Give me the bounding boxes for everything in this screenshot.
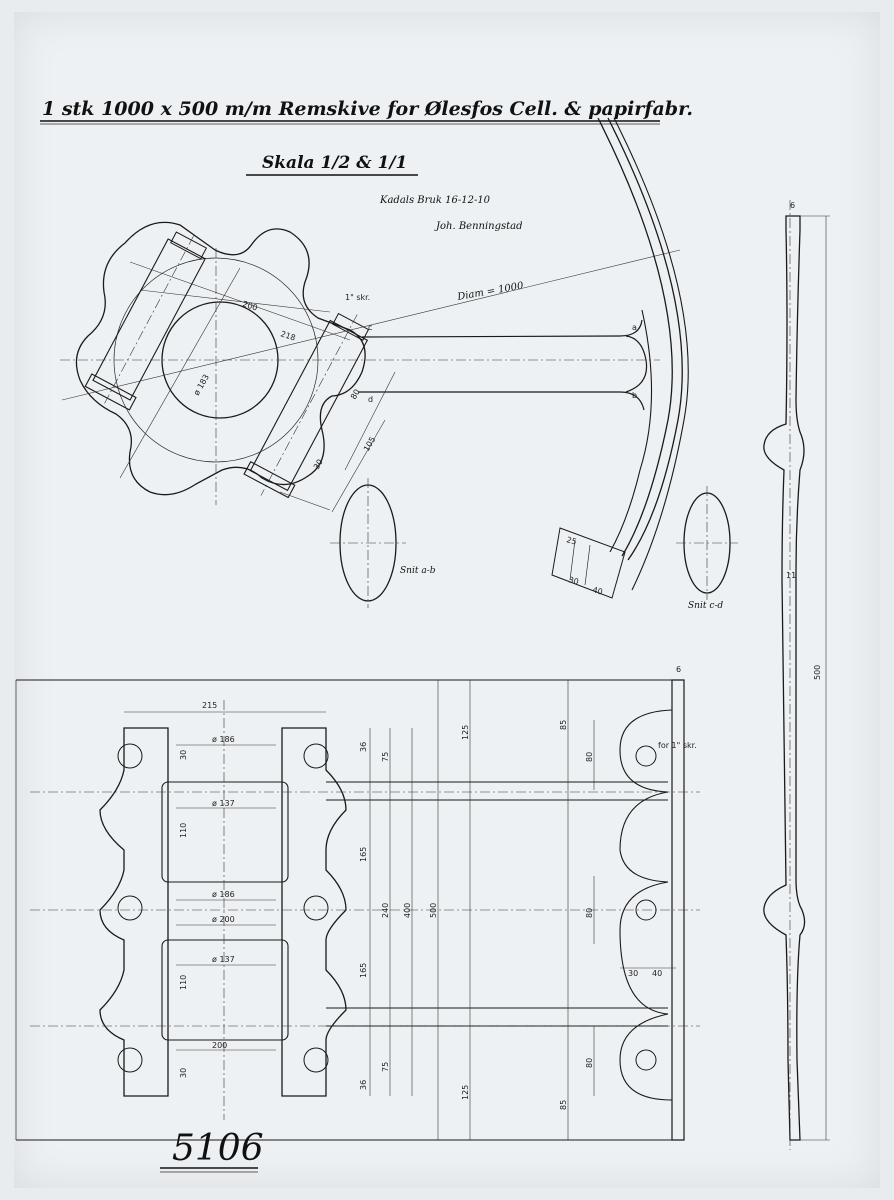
- dim-dia-200: ø 200: [212, 915, 235, 924]
- drawing-scale: Skala 1/2 & 1/1: [262, 153, 407, 173]
- dim-30-rim: 30: [567, 575, 579, 586]
- dim-dia-186-top: ø 186: [212, 735, 235, 744]
- dim-6-section: 6: [676, 665, 681, 674]
- dim-85-low: 85: [559, 1100, 568, 1110]
- dim-25: 25: [565, 535, 577, 546]
- dim-30-section: 30: [628, 969, 638, 978]
- letter-c: c: [368, 323, 372, 332]
- dim-dia-137-top: ø 137: [212, 799, 235, 808]
- dim-125-low: 125: [461, 1085, 470, 1100]
- dim-240: 240: [381, 903, 390, 918]
- hub-front-view: 200 218 ø 183 30 105 80 1" skr. Diam = 1…: [60, 221, 681, 513]
- dim-110-low: 110: [179, 975, 188, 990]
- dim-11: 11: [786, 571, 796, 580]
- dim-165-low: 165: [359, 963, 368, 978]
- hub-section-view: 215 ø 186 ø 137 ø 186 ø 200 ø 137 200 11…: [15, 665, 700, 1141]
- dim-165-top: 165: [359, 847, 368, 862]
- dim-dia-183: ø 183: [192, 373, 211, 397]
- drawing-number: 5106: [172, 1128, 264, 1169]
- section-b-label: Snit c-d: [688, 601, 723, 611]
- section-c-d: Snit c-d: [676, 486, 738, 611]
- dim-30-low: 30: [179, 1068, 188, 1078]
- rim-arc: 25 30 40: [551, 117, 689, 599]
- dim-400: 400: [403, 903, 412, 918]
- bolt-note: 1" skr.: [345, 293, 370, 302]
- dim-80-top: 80: [585, 752, 594, 762]
- dim-dia-186-mid: ø 186: [212, 890, 235, 899]
- dim-85-top: 85: [559, 720, 568, 730]
- dim-dia-137-low: ø 137: [212, 955, 235, 964]
- dim-30-top: 30: [179, 750, 188, 760]
- dim-40-rim: 40: [591, 585, 603, 596]
- letter-a: a: [632, 323, 637, 332]
- dim-110-top: 110: [179, 823, 188, 838]
- dim-80-hub: 80: [349, 388, 362, 401]
- dim-500: 500: [429, 903, 438, 918]
- dim-200-hub: 200: [241, 299, 258, 312]
- diameter-label: Diam = 1000: [456, 280, 525, 303]
- dim-40-section: 40: [652, 969, 662, 978]
- dim-80-low: 80: [585, 1058, 594, 1068]
- dim-500-rim: 500: [813, 665, 822, 680]
- dim-30-hub: 30: [312, 458, 325, 471]
- dim-215: 215: [202, 701, 217, 710]
- title-block: 1 stk 1000 x 500 m/m Remskive for Ølesfo…: [40, 98, 693, 232]
- section-a-b: Snit a-b: [330, 478, 436, 608]
- dim-75-top: 75: [381, 752, 390, 762]
- bolt-note-2: for 1" skr.: [658, 741, 697, 750]
- dim-218: 218: [279, 329, 296, 342]
- dim-6-top: 6: [790, 201, 795, 210]
- drawing-number-block: 5106: [160, 1128, 264, 1173]
- drawing-title: 1 stk 1000 x 500 m/m Remskive for Ølesfo…: [42, 98, 693, 120]
- rim-section: 6 500 11: [763, 200, 830, 1150]
- dim-80-mid: 80: [585, 908, 594, 918]
- dim-36-top: 36: [359, 742, 368, 752]
- dim-36-low: 36: [359, 1080, 368, 1090]
- letter-d: d: [368, 395, 373, 404]
- dim-200-low: 200: [212, 1041, 227, 1050]
- dim-75-low: 75: [381, 1062, 390, 1072]
- dim-125-top: 125: [461, 725, 470, 740]
- section-a-label: Snit a-b: [400, 566, 436, 576]
- works-stamp: Kadals Bruk 16-12-10: [379, 195, 491, 206]
- signature: Joh. Benningstad: [434, 221, 523, 232]
- dim-105: 105: [362, 435, 377, 453]
- paper: [14, 12, 880, 1188]
- letter-b: b: [632, 391, 637, 400]
